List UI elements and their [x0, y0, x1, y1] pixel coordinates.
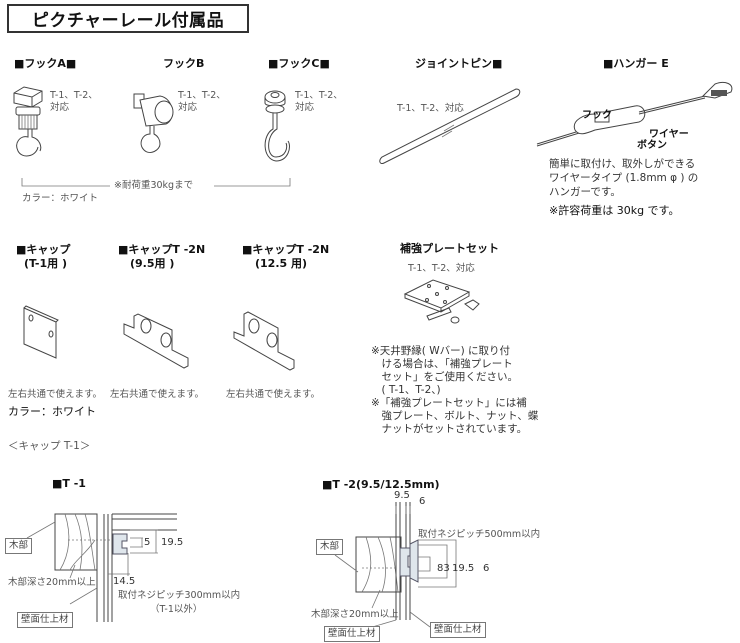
- hanger-desc-2: ワイヤータイプ (1.8mm φ ) の: [549, 172, 699, 184]
- cap-t2n-125-sub: (12.5 用): [255, 257, 308, 270]
- cap-t1-heading: ■キャップ: [16, 243, 71, 256]
- t2-wood-label: 木部: [316, 539, 344, 555]
- reinforce-plate-heading: 補強プレートセット: [400, 242, 499, 255]
- hook-b-icon: [133, 93, 174, 153]
- reinforce-plate-icon: [403, 279, 480, 324]
- reinforce-plate-compat: T-1、T-2、対応: [408, 263, 475, 274]
- t2-wood-depth: 木部深さ20mm以上: [311, 609, 399, 620]
- joint-pin-icon: [379, 88, 521, 164]
- cap-t2n-95-heading: ■キャップT -2N: [118, 243, 206, 256]
- caps-color-note: カラー：ホワイト: [8, 405, 96, 418]
- t2-dim-top-a: 9.5: [394, 490, 410, 501]
- hook-a-compat-1: T-1、T-2、: [50, 90, 98, 101]
- reinforce-note-7: ナットがセットされています。: [371, 423, 528, 435]
- cap-t1-section-heading: ＜キャップ T-1＞: [8, 440, 91, 452]
- hook-b-compat-2: 対応: [178, 102, 198, 113]
- cap-t2n-125-icon: [233, 311, 295, 371]
- cap-t2n-125-heading: ■キャップT -2N: [242, 243, 330, 256]
- hook-a-icon: [13, 86, 43, 157]
- reinforce-note-3: セット」をご使用ください。: [371, 371, 518, 383]
- hooks-color-note: カラー：ホワイト: [22, 193, 99, 204]
- hanger-desc-3: ハンガーです。: [549, 186, 621, 198]
- t1-pitch-sub: （T-1以外）: [150, 604, 203, 615]
- t1-dim-inner: 5: [144, 537, 151, 548]
- hook-b-compat-1: T-1、T-2、: [178, 90, 226, 101]
- reinforce-note-1: ※天井野縁( Wバー) に取り付: [371, 345, 511, 357]
- cap-t2n-95-sub: (9.5用 ): [130, 257, 175, 270]
- cap-t2n-125-note: 左右共通で使えます。: [226, 389, 321, 400]
- hanger-desc-1: 簡単に取付け、取外しができる: [549, 158, 696, 170]
- hanger-e-heading: ■ハンガー E: [603, 57, 669, 70]
- diagram-t1-heading: ■T -1: [52, 477, 86, 490]
- t2-dim-height: 19.5: [452, 563, 475, 574]
- t2-dim-top-b: 6: [419, 496, 426, 507]
- hook-a-heading: ■フックA■: [14, 57, 77, 70]
- t2-wall-finish-right: 壁面仕上材: [430, 622, 486, 638]
- t2-dim-right: 6: [483, 563, 490, 574]
- hooks-load-note: ※耐荷重30kgまで: [114, 180, 194, 191]
- hanger-callout-wire: ワイヤー: [649, 129, 689, 140]
- page-title: ピクチャーレール付属品: [7, 4, 249, 33]
- t1-dim-height: 19.5: [161, 537, 184, 548]
- cap-t1-note: 左右共通で使えます。: [8, 389, 103, 400]
- hook-a-compat-2: 対応: [50, 102, 70, 113]
- reinforce-note-2: ける場合は、「補強プレート: [371, 358, 513, 370]
- hanger-load-note: ※許容荷重は 30kg です。: [549, 204, 680, 217]
- cap-t1-sub: (T-1用 ): [24, 257, 67, 270]
- cap-t2n-95-note: 左右共通で使えます。: [110, 389, 205, 400]
- hanger-callout-button: ボタン: [637, 140, 667, 151]
- hook-c-compat-1: T-1、T-2、: [295, 90, 343, 101]
- joint-pin-heading: ジョイントピン■: [415, 57, 503, 70]
- t1-pitch-note: 取付ネジピッチ300mm以内: [118, 590, 241, 601]
- diagram-t2-heading: ■T -2(9.5/12.5mm): [322, 478, 440, 491]
- t1-dim-depth: 14.5: [113, 576, 136, 587]
- t1-wood-label: 木部: [5, 538, 33, 554]
- cap-t1-icon: [23, 305, 59, 359]
- cap-t2n-95-icon: [123, 313, 189, 369]
- reinforce-note-6: 強プレート、ボルト、ナット、蝶: [371, 410, 539, 422]
- t2-dim-inner: 83: [437, 563, 450, 574]
- t2-pitch-note: 取付ネジピッチ500mm以内: [418, 529, 541, 540]
- hook-c-compat-2: 対応: [295, 102, 315, 113]
- hanger-callout-hook: フック: [582, 110, 612, 121]
- t1-wood-depth: 木部深さ20mm以上: [8, 577, 96, 588]
- reinforce-note-5: ※「補強プレートセット」には補: [371, 397, 527, 409]
- t2-wall-finish-left: 壁面仕上材: [324, 626, 380, 642]
- hook-b-heading: フックB: [163, 57, 205, 70]
- hook-c-heading: ■フックC■: [268, 57, 330, 70]
- hook-c-icon: [264, 90, 290, 162]
- hanger-e-icon: [536, 81, 733, 147]
- t1-wall-finish: 壁面仕上材: [17, 612, 73, 628]
- reinforce-note-4: ( T-1、T-2、): [371, 384, 441, 396]
- joint-pin-compat: T-1、T-2、対応: [397, 103, 464, 114]
